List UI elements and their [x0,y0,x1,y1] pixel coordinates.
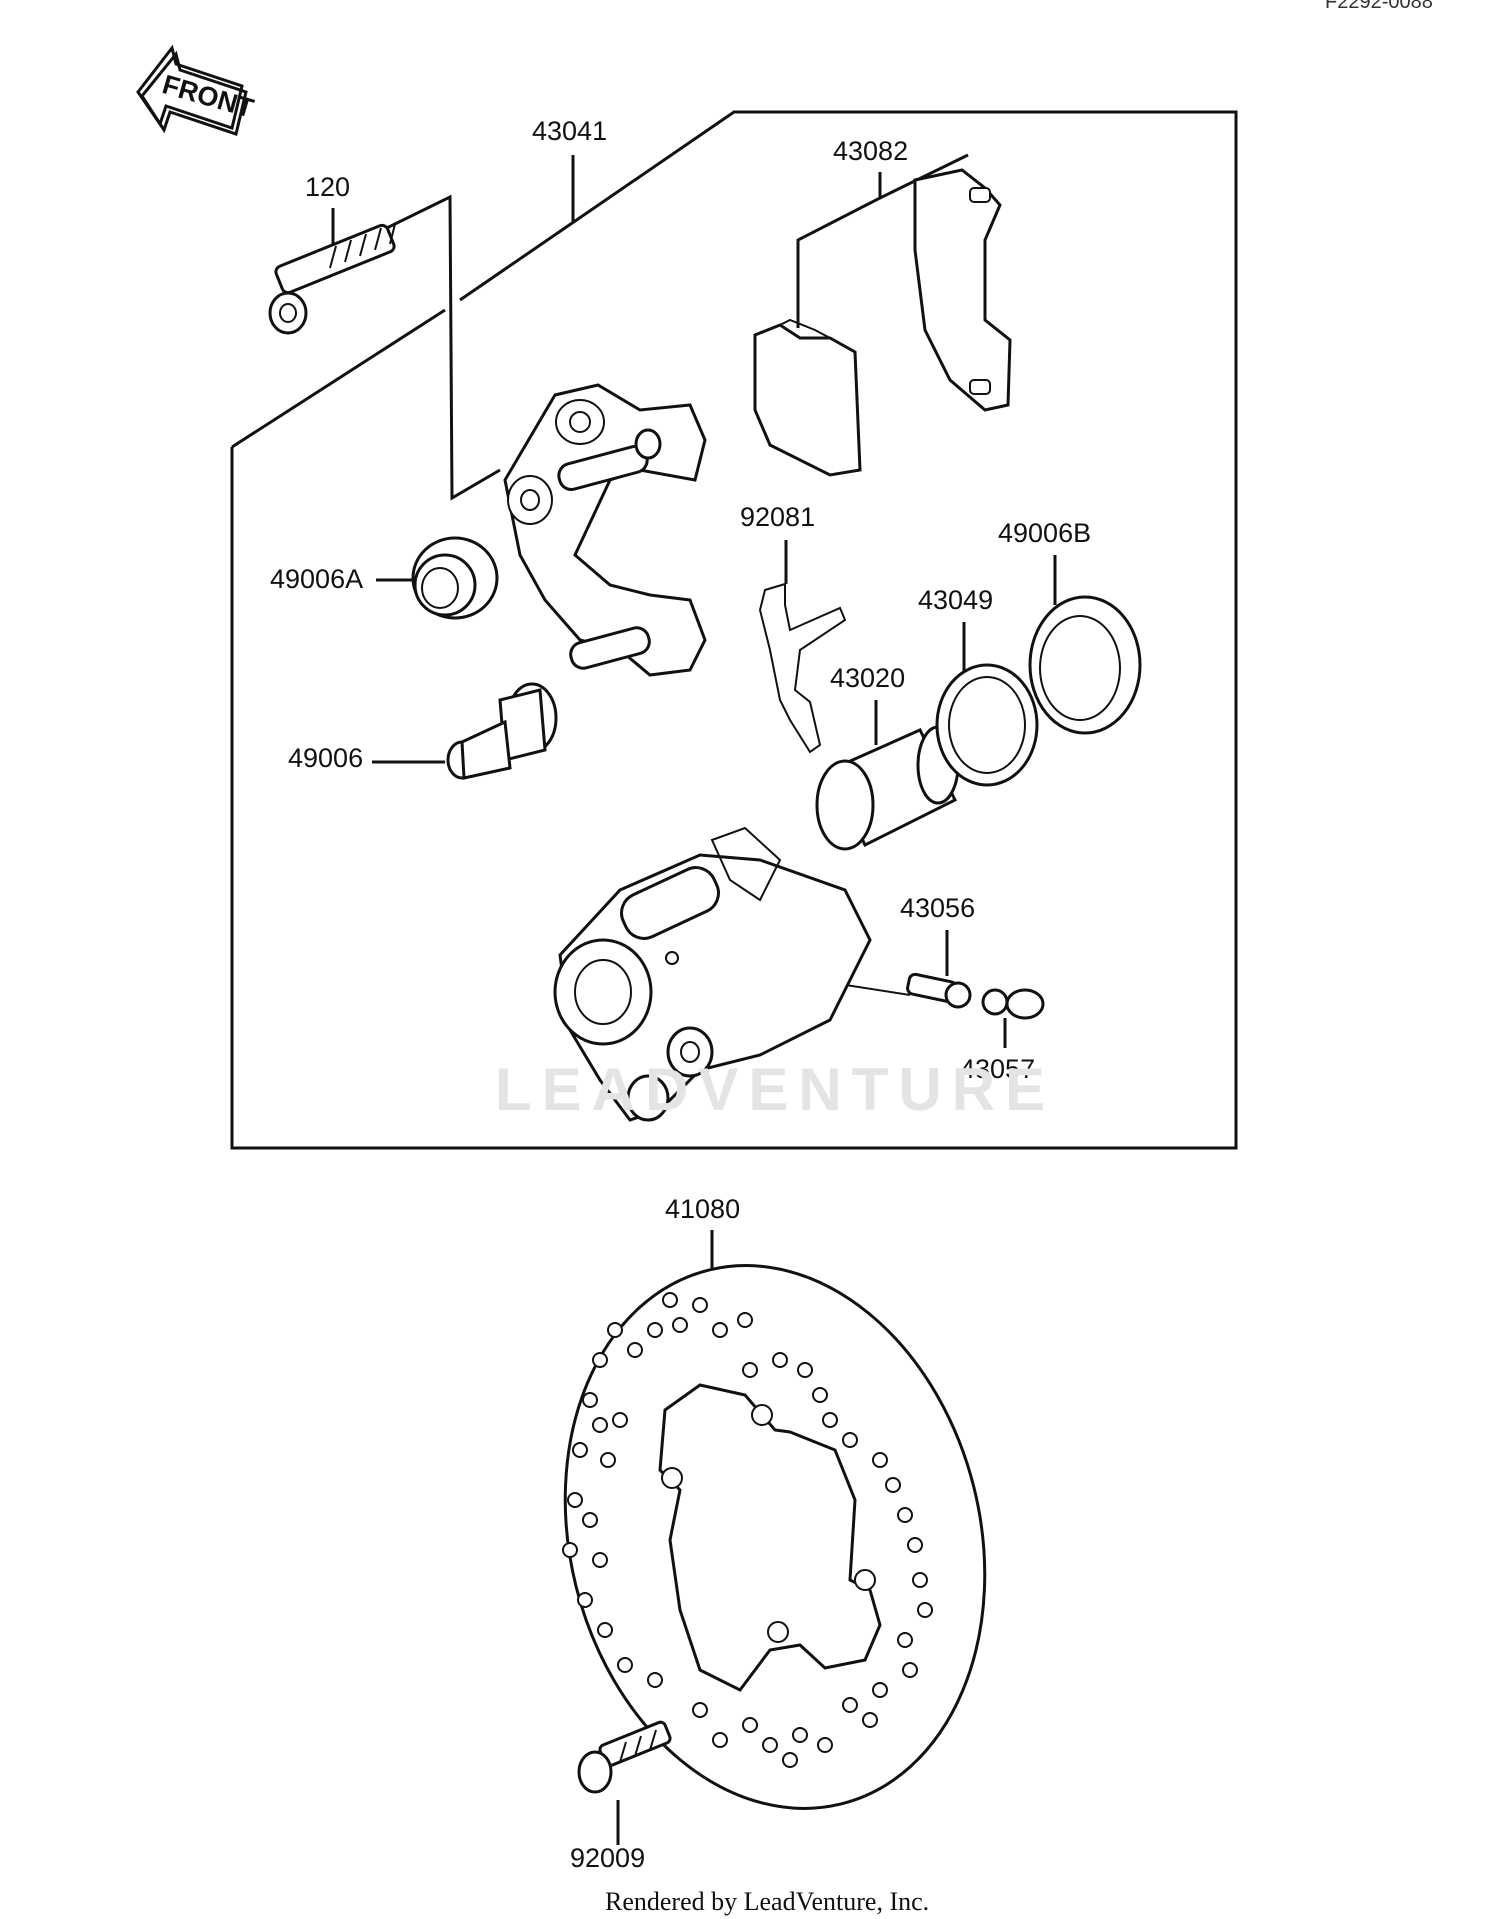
label-49006: 49006 [288,743,363,773]
label-92009: 92009 [570,1843,645,1873]
brake-pad-front [753,318,862,477]
disc-vent-holes [562,1292,933,1768]
label-41080: 41080 [665,1194,740,1224]
piston-seal-43049 [935,663,1039,787]
boot-49006 [446,682,558,780]
front-arrow-icon: FRONT [136,44,257,136]
pad-spring-92081 [758,582,847,754]
bleed-cap-43057 [981,988,1045,1020]
label-43057: 43057 [960,1054,1035,1084]
assembly-outline [230,110,1238,1150]
label-120: 120 [305,172,350,202]
brake-disc-41080 [562,1264,987,1810]
label-43056: 43056 [900,893,975,923]
leader-43082-left [796,172,882,328]
dust-seal-49006B [1028,595,1142,735]
bleed-valve-43056 [906,972,972,1009]
assembly-outline-segment [231,308,446,449]
label-43041: 43041 [532,116,607,146]
label-43082: 43082 [833,136,908,166]
brake-pad-rear [913,168,1012,412]
bolt-120 [268,223,396,335]
footer-credit: Rendered by LeadVenture, Inc. [605,1887,929,1916]
leader-120-bracket [351,194,501,501]
leader-43082-right [879,153,969,200]
label-92081: 92081 [740,502,815,532]
piston-43020 [815,725,960,851]
reference-code: F2292-0088 [1325,0,1433,13]
label-43049: 43049 [918,585,993,615]
caliper-body [553,826,872,1122]
label-49006A: 49006A [270,564,363,594]
label-49006B: 49006B [998,518,1091,548]
label-43020: 43020 [830,663,905,693]
caliper-bracket [503,383,707,677]
boot-49006A [411,536,499,620]
watermark: LEADVENTURE [495,1056,1055,1123]
disc-bolt-92009 [577,1720,672,1794]
